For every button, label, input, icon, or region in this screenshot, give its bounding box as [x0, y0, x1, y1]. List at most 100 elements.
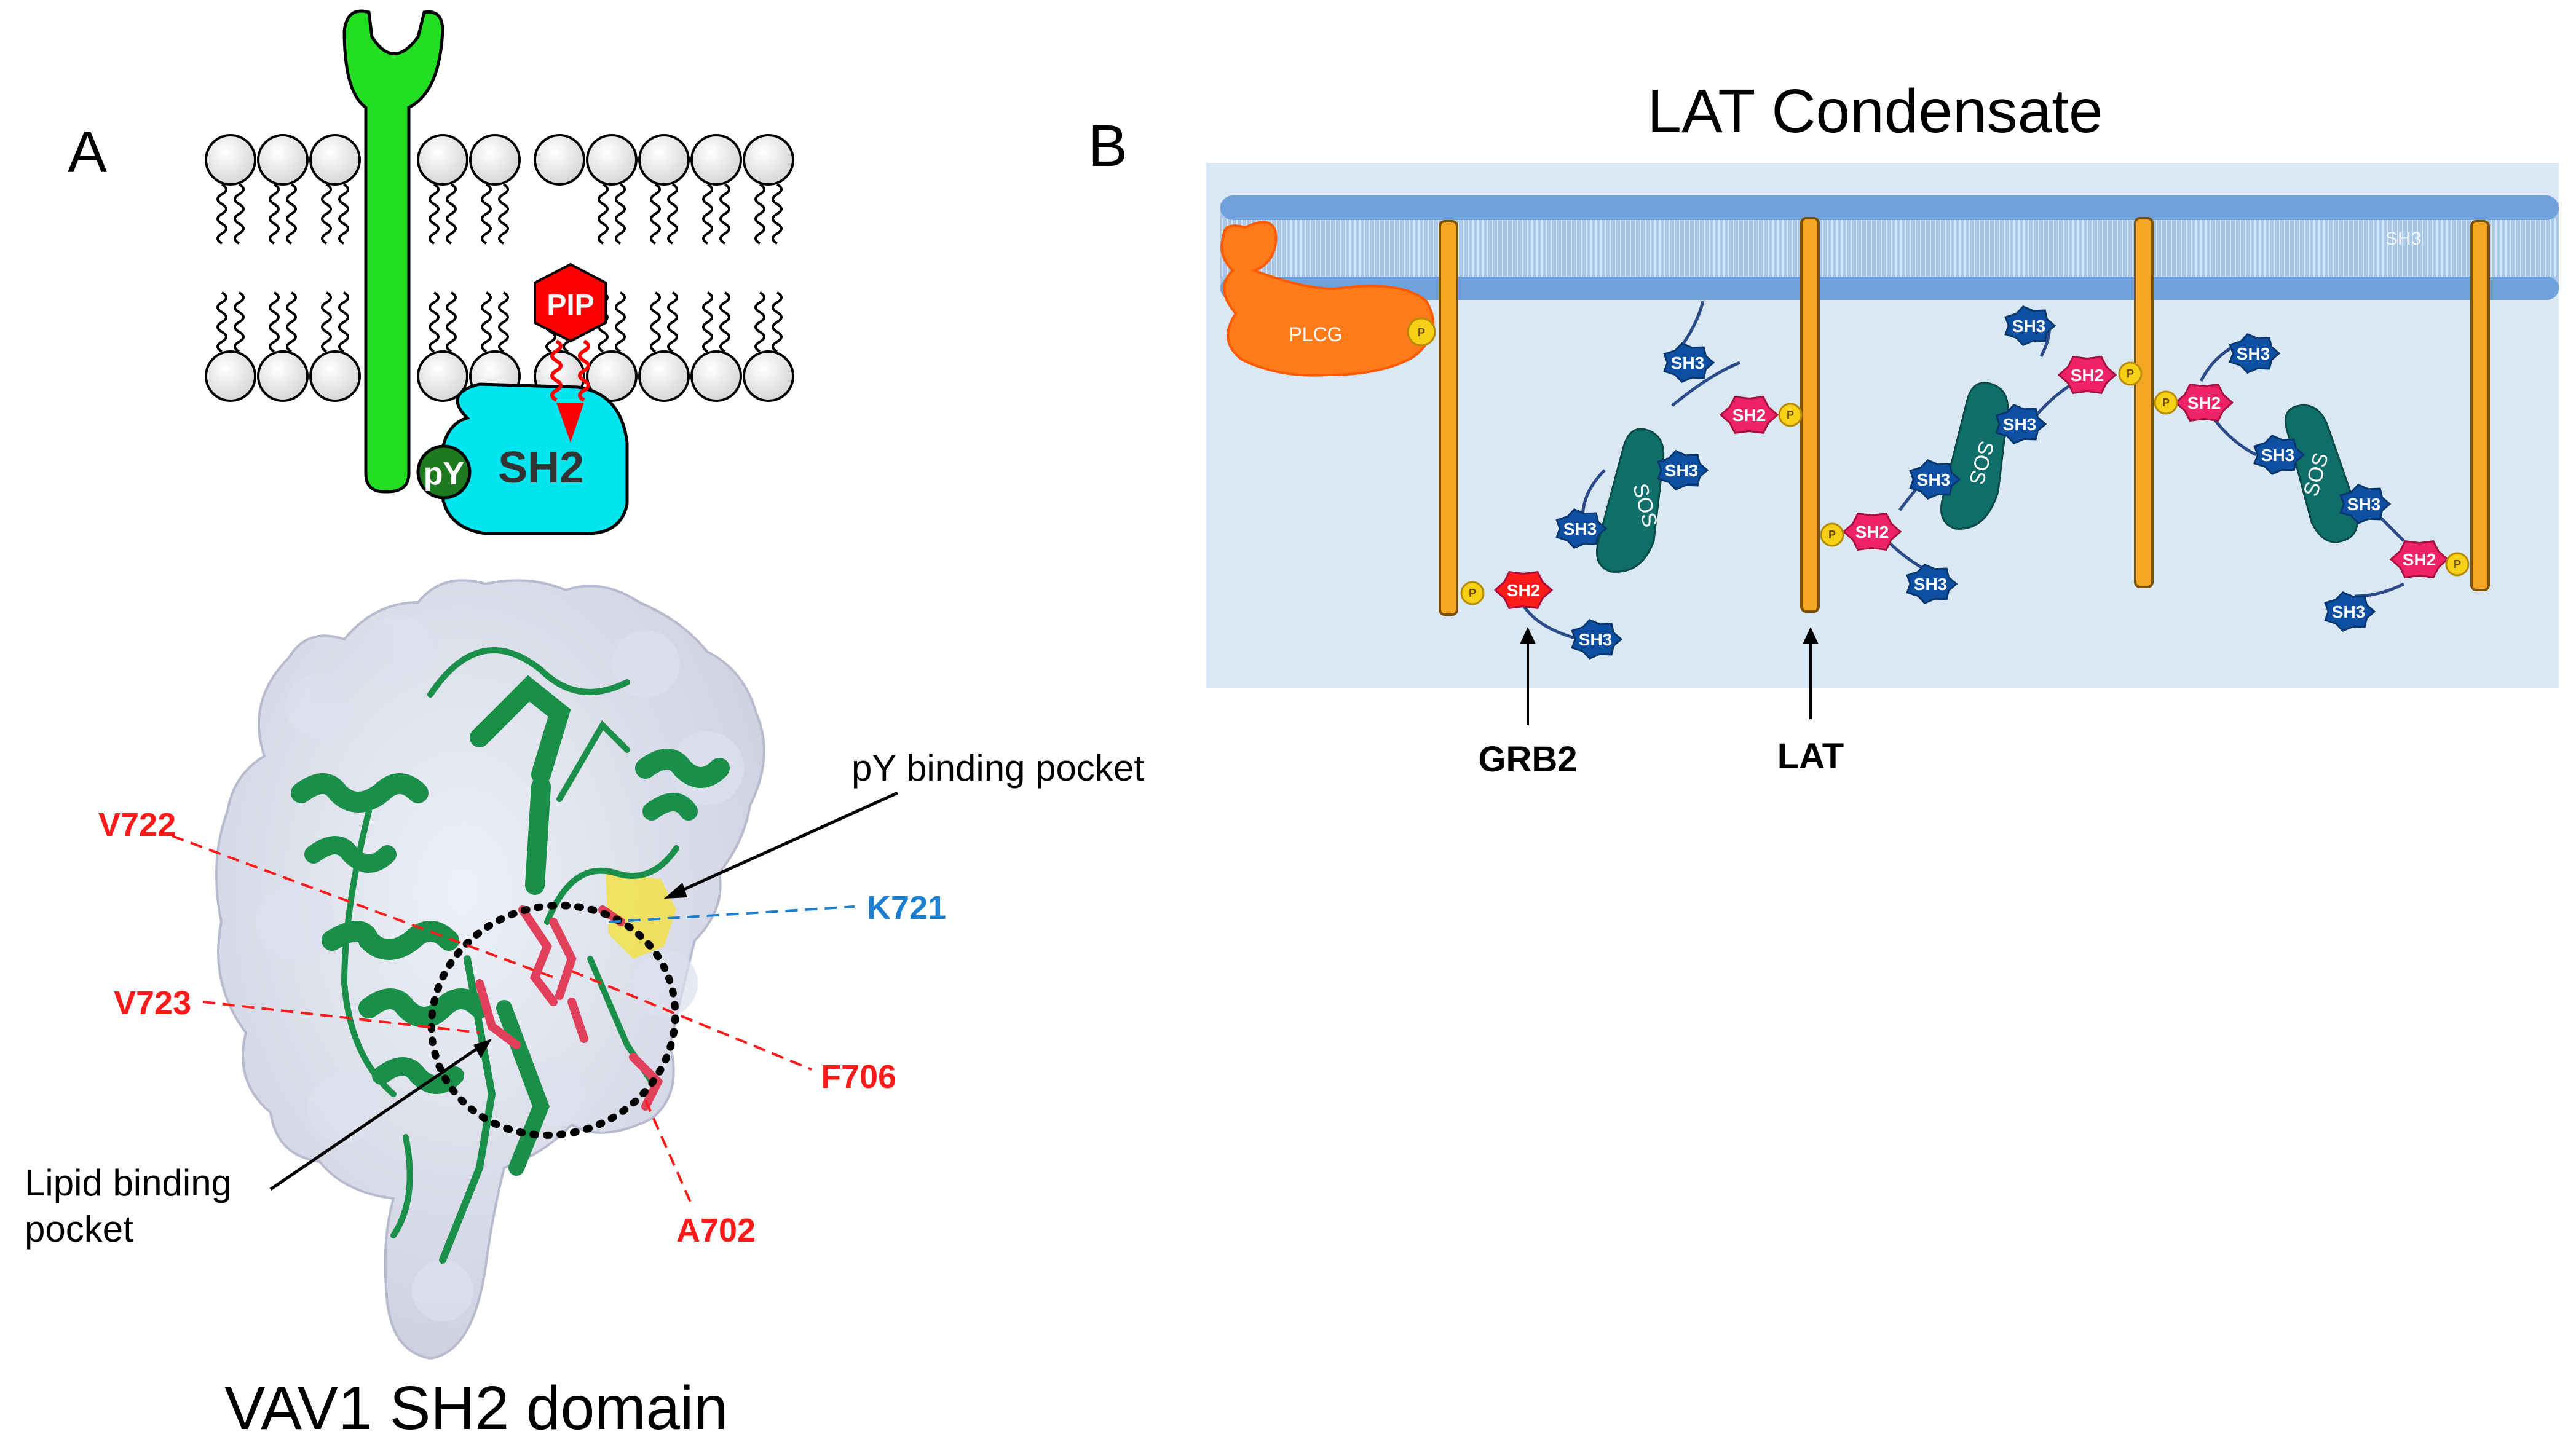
lipid-tail-bottom — [650, 291, 661, 353]
plasma-membrane: SH3 — [1220, 195, 2559, 300]
panel-b-label: B — [1088, 113, 1128, 179]
plcg-phospho — [1407, 317, 1436, 347]
lipid-tail-top — [481, 183, 492, 245]
lipid-tail-bottom — [429, 291, 440, 353]
lipid-tail-bottom — [286, 291, 297, 353]
phospho-site — [2445, 552, 2470, 577]
sh3-domain — [1663, 342, 1715, 383]
lipid-tail-top — [286, 183, 297, 245]
pip-pointer — [556, 403, 584, 443]
lipid-tail-edge — [234, 183, 245, 245]
phospho-site — [1778, 403, 1803, 427]
v722-label: V722 — [98, 806, 176, 843]
sh3-label: SH3 — [1671, 353, 1704, 372]
lipid-tail-top — [702, 183, 713, 245]
sh3-label: SH3 — [2347, 495, 2380, 514]
lipid-head-top — [469, 134, 521, 186]
lipid-head-bottom — [257, 350, 309, 402]
a702-label: A702 — [676, 1212, 756, 1249]
lipid-head-top — [534, 134, 585, 186]
lipid-tail-bottom — [498, 291, 509, 353]
phospho-label: P — [1828, 529, 1836, 541]
sh3-label: SH3 — [2261, 446, 2294, 465]
membrane-tails — [1220, 218, 2559, 277]
sh2-domain — [1842, 512, 1902, 551]
protein-surface — [215, 579, 765, 1360]
lipid-head-bottom — [309, 350, 361, 402]
sh3-label: SH3 — [1579, 630, 1612, 649]
plcg-label: PLCG — [1289, 323, 1342, 345]
grb2-callout: GRB2 — [1478, 739, 1577, 779]
lat-callout: LAT — [1777, 736, 1844, 776]
lipid-head-edge — [205, 134, 256, 186]
lipid-pocket-arrowhead — [473, 1039, 492, 1058]
sh3-label: SH3 — [1665, 461, 1698, 480]
v722-leader — [172, 835, 554, 979]
lat-arrowhead — [1803, 627, 1819, 644]
lipid-pocket-label-line1: Lipid binding — [25, 1162, 232, 1203]
lipid-tail-top — [321, 183, 332, 245]
lipid-tail-top — [429, 183, 440, 245]
sh2-label: SH2 — [498, 443, 584, 492]
sh2-label: SH2 — [2403, 550, 2436, 569]
pip-head — [534, 262, 607, 343]
phospho-site — [1460, 581, 1485, 605]
f706-leader — [571, 970, 812, 1071]
lipid-head-bottom — [586, 350, 638, 402]
phospho-label: P — [2127, 368, 2134, 380]
lipid-head-edge — [205, 350, 256, 402]
sh2-label: SH2 — [1732, 406, 1766, 425]
callouts: GRB2 LAT — [1478, 627, 1844, 779]
lipid-tail-bottom — [321, 291, 332, 353]
lipid-tail-bottom — [667, 291, 678, 353]
lat-rod-2 — [1800, 217, 1820, 613]
v723-leader — [202, 1001, 480, 1034]
receptor-body — [342, 9, 444, 494]
lipid-tail-bottom — [338, 291, 349, 353]
sh3-label: SH3 — [1917, 470, 1950, 489]
sh3-domain — [2339, 484, 2392, 524]
sh3-domain — [2004, 305, 2056, 346]
membrane-top-heads — [1220, 195, 2559, 220]
sh2-label: SH2 — [1507, 581, 1540, 600]
lipid-tail-top — [615, 183, 626, 245]
py-site-highlight — [606, 873, 676, 959]
k721-label: K721 — [867, 889, 946, 926]
sos-2: SOS — [1940, 382, 2009, 530]
py-circle — [416, 444, 472, 500]
lipid-tail-bottom — [754, 291, 765, 353]
membrane-faint-label: SH3 — [2385, 229, 2421, 249]
pip-tail-left — [550, 339, 563, 402]
sh2-domain — [1719, 395, 1779, 435]
plcg-protein: PLCG P — [1220, 221, 1436, 377]
sh3-label: SH3 — [2237, 344, 2270, 363]
sh2-domain — [2057, 355, 2117, 395]
sh3-domain — [1657, 450, 1709, 490]
py-label: pY — [424, 456, 464, 492]
sh2-label: SH2 — [2187, 393, 2221, 412]
lipid-pocket-arrow — [269, 1043, 484, 1191]
panel-b: B LAT Condensate SH3 PLCG P — [1088, 77, 2559, 779]
panel-a-label: A — [68, 119, 107, 185]
py-pocket-arrowhead — [664, 883, 687, 899]
receptor — [342, 9, 444, 494]
py-pocket-label: pY binding pocket — [851, 747, 1144, 789]
phospho-site — [1820, 522, 1844, 547]
sh2-domain — [1493, 570, 1554, 610]
v723-label: V723 — [114, 985, 191, 1022]
sh3-domain — [1906, 564, 1958, 604]
lipid-head-bottom — [417, 350, 468, 402]
lipid-bilayer — [205, 134, 794, 402]
phospho-site — [2118, 361, 2143, 386]
pip-lipid: PIP — [534, 262, 607, 443]
panel-a: A SH2 pY PIP — [25, 9, 1144, 1443]
sh3-domain — [2229, 333, 2281, 374]
sh3-domain — [2324, 591, 2376, 632]
lipid-tail-top — [772, 183, 783, 245]
structure-title: VAV1 SH2 domain — [224, 1374, 728, 1443]
grb2-arrowhead — [1520, 627, 1536, 644]
lipid-head-top — [586, 134, 638, 186]
lipid-head-top — [638, 134, 690, 186]
lipid-pocket-label-line2: pocket — [25, 1208, 133, 1250]
